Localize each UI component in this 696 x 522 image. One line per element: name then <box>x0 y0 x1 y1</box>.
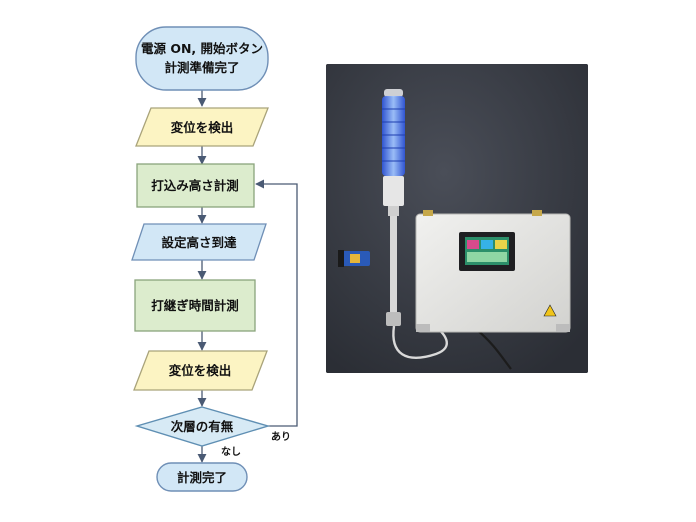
io-detect-displacement-1: 変位を検出 <box>135 107 269 147</box>
decision-shape <box>134 406 271 447</box>
device-photo <box>326 64 588 373</box>
start-line-2: 計測準備完了 <box>164 60 239 75</box>
process-measure-time-label: 打継ぎ時間計測 <box>151 298 239 313</box>
io-detect-2-label: 変位を検出 <box>169 363 232 378</box>
decision-label: 次層の有無 <box>171 419 234 434</box>
io-detect-1-label: 変位を検出 <box>171 120 234 135</box>
io-detect-1-shape <box>135 107 269 147</box>
end-terminal: 計測完了 <box>156 462 248 492</box>
displacement-sensor <box>338 250 370 267</box>
process-measure-joint-time: 打継ぎ時間計測 <box>134 279 256 332</box>
device-illustration <box>326 64 588 373</box>
process-measure-height: 打込み高さ計測 <box>136 163 255 208</box>
io-reach-height-shape <box>131 223 267 261</box>
end-label: 計測完了 <box>177 470 227 485</box>
loop-arrow-yes <box>255 179 298 427</box>
start-terminal-shape <box>135 26 269 91</box>
decision-next-layer: 次層の有無 <box>134 406 271 447</box>
process-measure-time-shape <box>134 279 256 332</box>
control-enclosure <box>415 210 571 333</box>
io-reach-height-label: 設定高さ到達 <box>161 235 237 250</box>
cable <box>392 324 448 359</box>
io-detect-2-shape <box>133 350 268 391</box>
io-reach-height: 設定高さ到達 <box>131 223 267 261</box>
process-measure-height-shape <box>136 163 255 208</box>
end-terminal-shape <box>156 462 248 492</box>
branch-yes-label: あり <box>271 430 291 443</box>
start-terminal: 電源 ON, 開始ボタン 計測準備完了 <box>135 26 269 91</box>
signal-tower-light <box>382 89 405 326</box>
connectors <box>197 90 298 463</box>
start-line-1: 電源 ON, 開始ボタン <box>141 41 263 56</box>
process-measure-height-label: 打込み高さ計測 <box>151 178 239 193</box>
io-detect-displacement-2: 変位を検出 <box>133 350 268 391</box>
branch-no-label: なし <box>221 446 241 458</box>
warning-label-icon <box>543 304 557 317</box>
